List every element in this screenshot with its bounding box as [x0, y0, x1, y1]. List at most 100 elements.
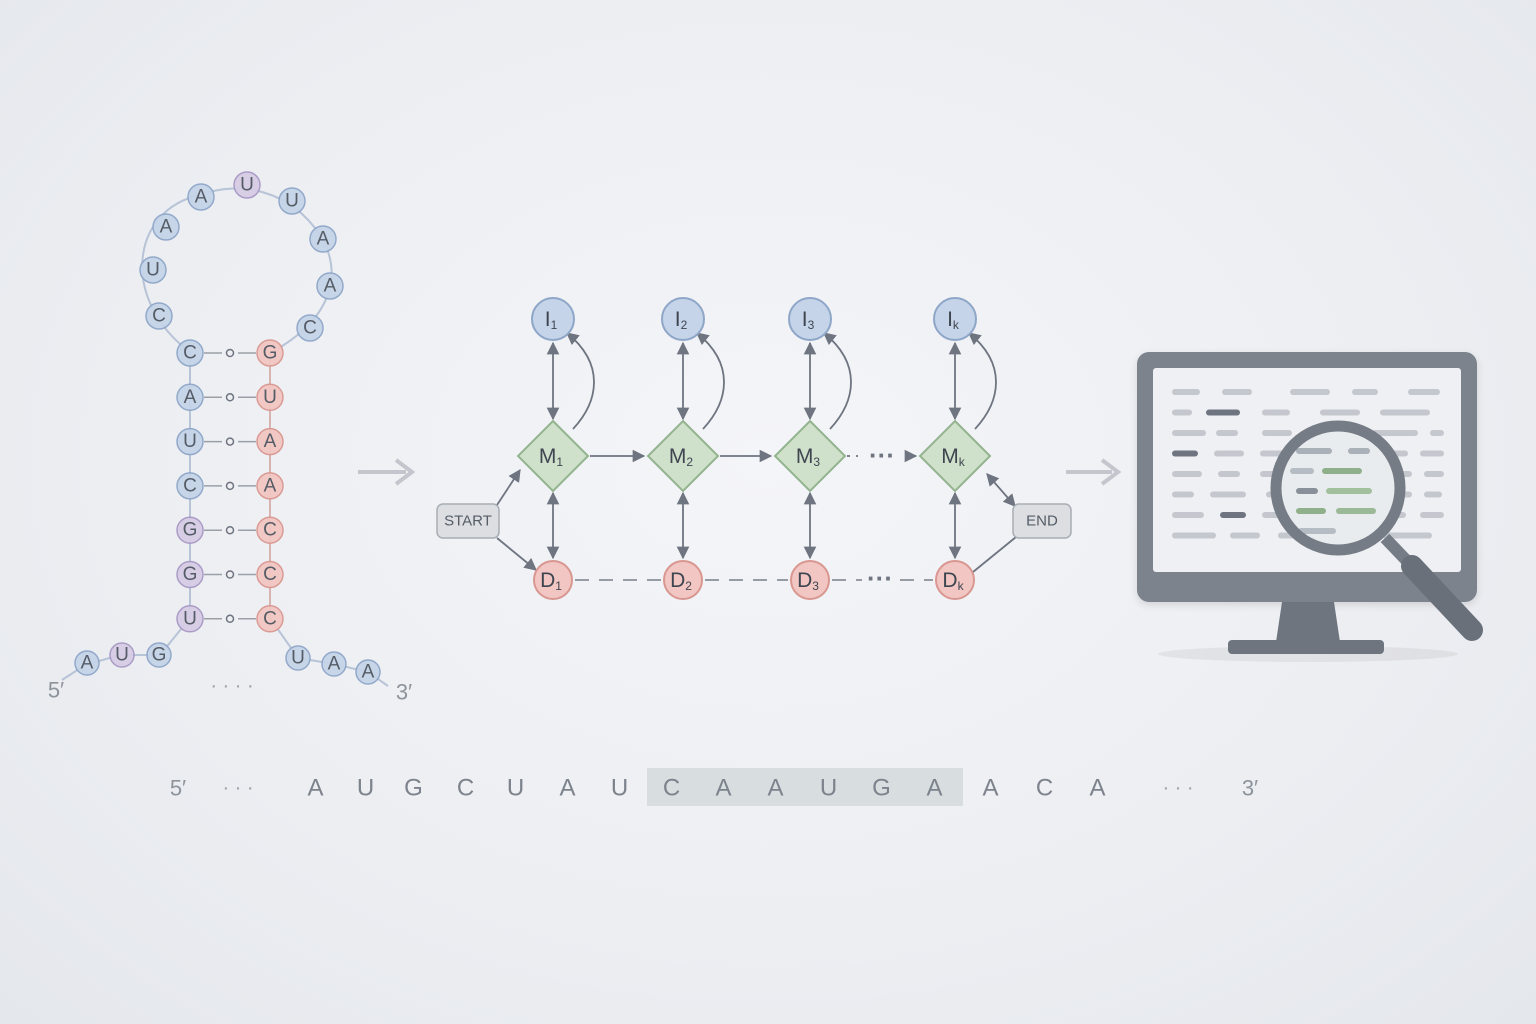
- flow-arrow-1: [358, 458, 416, 486]
- delete-state: D1: [533, 560, 573, 600]
- loop-nucleotide: A: [187, 183, 215, 211]
- sequence-three-prime: 3′: [1242, 776, 1258, 801]
- delete-ellipsis: ···: [867, 563, 893, 593]
- stem-right-nucleotide-label: A: [264, 475, 277, 496]
- insert-loop-edge: [566, 332, 595, 430]
- screen-text-line: [1230, 532, 1260, 539]
- end-label: END: [1026, 513, 1058, 530]
- stem-right-nucleotide-label: G: [263, 343, 278, 364]
- screen-text-line: [1172, 532, 1216, 539]
- base-pair-bond: [204, 348, 256, 358]
- loop-nucleotide: U: [233, 171, 261, 199]
- sequence-highlight-letter: C: [663, 775, 681, 802]
- sequence-letter: A: [307, 775, 324, 802]
- sequence-highlight-letter: U: [820, 775, 838, 802]
- start-match-edge: [496, 468, 521, 506]
- sequence-lead-dots: · · ·: [222, 777, 253, 799]
- loop-nucleotide: A: [316, 272, 344, 300]
- insert-state: I3: [788, 297, 832, 341]
- stem-left-nucleotide-label: U: [183, 431, 197, 452]
- screen-text-line: [1214, 450, 1244, 457]
- stem-left-nucleotide: U: [176, 605, 204, 633]
- start-delete-edge: [496, 537, 537, 571]
- tail-left-nucleotide: A: [74, 650, 100, 676]
- stem-right-nucleotide-label: C: [263, 608, 277, 629]
- stem-right-nucleotide: C: [256, 605, 284, 633]
- stem-right-nucleotide: U: [256, 383, 284, 412]
- sequence-letter: C: [1036, 775, 1054, 802]
- screen-text-line: [1290, 389, 1330, 395]
- stem-left-nucleotide-label: C: [183, 343, 197, 364]
- screen-text-line: [1420, 450, 1444, 457]
- insert-loop-edge: [968, 332, 997, 430]
- loop-nucleotide: U: [278, 187, 306, 215]
- match-state: M2: [646, 419, 720, 493]
- sequence-letter: A: [982, 775, 999, 802]
- tail-left-nucleotide: G: [146, 642, 172, 668]
- sequence-highlight-letter: G: [872, 775, 892, 802]
- screen-text-line: [1352, 389, 1378, 395]
- flow-arrow-2: [1066, 458, 1122, 486]
- delete-state: D2: [663, 560, 703, 600]
- insert-state: Ik: [933, 297, 977, 341]
- match-state-label: Mk: [941, 445, 966, 470]
- delete-state-label: D3: [797, 569, 819, 594]
- insert-state: I2: [661, 297, 705, 341]
- base-pair-bond: [204, 393, 256, 402]
- match-state: M3: [773, 419, 847, 493]
- base-pair-bond: [204, 614, 256, 624]
- sequence-highlight: [647, 768, 963, 806]
- lens-text-line: [1296, 508, 1326, 514]
- stem-right-nucleotide: C: [256, 560, 284, 589]
- tail-left-nucleotide: U: [109, 642, 135, 668]
- base-pair-bond: [204, 437, 256, 446]
- sequence-letter: A: [1089, 775, 1106, 802]
- match-state-label: M2: [669, 445, 694, 470]
- screen-text-line: [1372, 430, 1418, 436]
- screen-text-line: [1172, 409, 1192, 416]
- lens-text-line: [1296, 488, 1318, 494]
- rna-gap-dots: · · · ·: [210, 675, 253, 697]
- tail-right-nucleotide: A: [321, 651, 347, 677]
- sequence-highlight-letter: A: [926, 775, 943, 802]
- tail-left-nucleotide-label: U: [115, 645, 129, 666]
- delete-state-label: D2: [670, 569, 692, 594]
- stem-left-nucleotide-label: G: [183, 520, 198, 541]
- match-state-label: M3: [796, 445, 821, 470]
- screen-text-line: [1380, 409, 1430, 416]
- screen-text-line: [1262, 430, 1292, 436]
- delete-state-label: D1: [540, 569, 562, 594]
- tail-right-nucleotide-label: A: [362, 662, 375, 683]
- delete-end-edge: [972, 536, 1017, 573]
- loop-nucleotide-label: C: [152, 306, 166, 327]
- tail-right-nucleotide: U: [285, 645, 311, 671]
- delete-state: D3: [790, 560, 830, 600]
- stem-left-nucleotide-label: U: [183, 608, 197, 629]
- screen-text-line: [1172, 512, 1204, 518]
- screen-text-line: [1172, 389, 1200, 395]
- start-label: START: [444, 513, 492, 530]
- stem-left-nucleotide: G: [176, 560, 204, 589]
- screen-text-line: [1424, 491, 1442, 498]
- loop-nucleotide: C: [145, 302, 173, 330]
- loop-nucleotide-label: U: [285, 191, 299, 212]
- start-box: START: [436, 503, 500, 539]
- screen-text-line: [1430, 430, 1444, 436]
- end-box: END: [1012, 503, 1072, 539]
- lens-text-line: [1326, 488, 1372, 494]
- loop-nucleotide-label: A: [195, 187, 208, 208]
- sequence-highlight-letter: A: [767, 775, 784, 802]
- screen-text-line: [1408, 389, 1440, 395]
- stem-left-nucleotide: C: [176, 472, 204, 500]
- screen-text-line: [1320, 409, 1360, 416]
- screen-text-line: [1216, 430, 1238, 436]
- loop-nucleotide-label: A: [324, 276, 337, 297]
- base-pair-bond: [204, 570, 256, 579]
- lens-text-line: [1322, 468, 1362, 474]
- rna-five-prime-label: 5′: [48, 678, 64, 703]
- screen-text-line: [1172, 450, 1198, 457]
- loop-nucleotide-label: U: [240, 175, 254, 196]
